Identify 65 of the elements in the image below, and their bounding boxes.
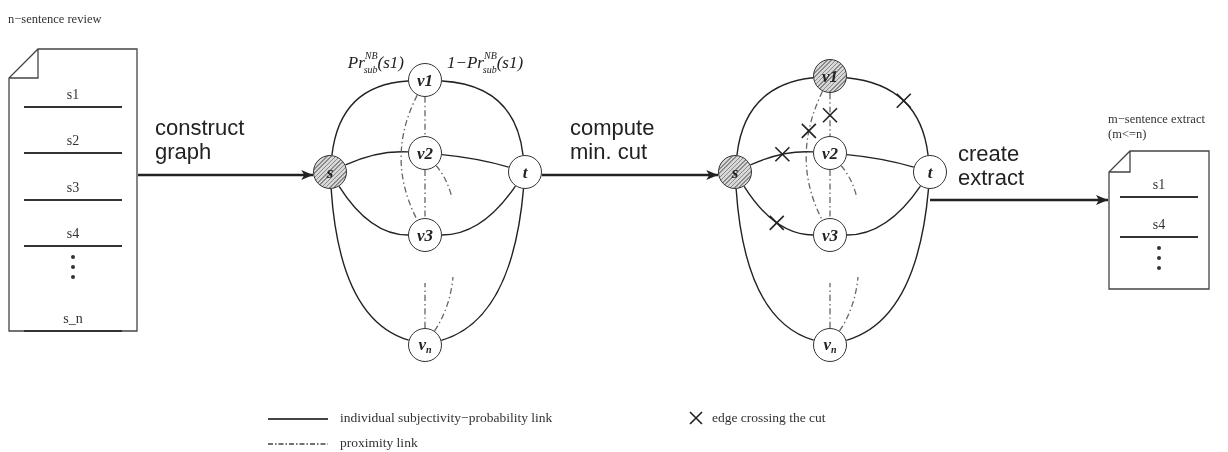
proximity-link (829, 92, 831, 137)
sentence-label: s2 (66, 133, 80, 150)
node-label: v$_{n}$ (823, 335, 837, 355)
sentence-label: s3 (66, 179, 80, 196)
link-line (743, 185, 814, 236)
arrow (138, 170, 314, 180)
link-line (845, 188, 930, 341)
proximity-link (433, 276, 454, 332)
link-line (736, 77, 814, 156)
link-line (846, 185, 922, 236)
proximity-link (400, 94, 418, 221)
graph-node (408, 136, 442, 170)
sentence-label: s4 (1152, 217, 1166, 233)
graph-node (408, 63, 442, 97)
arrow (541, 170, 719, 180)
link-line (440, 188, 525, 341)
legend-text: proximity link (340, 435, 418, 451)
proximity-link (424, 282, 426, 329)
sentence-label: s4 (66, 225, 80, 242)
link-line (846, 77, 929, 156)
document-title: n−sentence review (8, 12, 103, 27)
node-label: v1 (821, 67, 838, 85)
proximity-link (829, 282, 831, 329)
link-line (749, 151, 814, 166)
node-label: t (927, 163, 933, 181)
legend-text: edge crossing the cut (712, 410, 826, 426)
proximity-link (424, 169, 426, 219)
sentence-label: s1 (1152, 177, 1166, 193)
proximity-link (838, 276, 859, 332)
node-label: v2 (416, 144, 433, 162)
node-label: v$_{n}$ (418, 335, 432, 355)
link-line (330, 188, 410, 341)
link-line (344, 151, 409, 166)
graph-node (813, 59, 847, 93)
node-label: s (731, 163, 739, 181)
graph-node (813, 136, 847, 170)
proximity-link (805, 90, 824, 221)
graph-node (718, 155, 752, 189)
graph-node (813, 328, 847, 362)
sentence-label: s_n (63, 311, 83, 327)
link-line (846, 153, 915, 168)
link-line (441, 153, 510, 168)
node-label: s (326, 163, 334, 181)
document-title: m−sentence extract (m<=n) (1108, 112, 1206, 142)
node-label: v2 (821, 144, 838, 162)
link-line (441, 80, 524, 156)
node-label: v1 (416, 71, 433, 89)
graph-node (913, 155, 947, 189)
proximity-link (829, 169, 831, 219)
node-label: v3 (821, 226, 838, 244)
arrow (930, 195, 1108, 205)
link-line (735, 188, 815, 341)
link-line (338, 185, 409, 236)
node-label: t (522, 163, 528, 181)
legend-text: individual subjectivity−probability link (340, 410, 553, 426)
graph-node (408, 218, 442, 252)
graph-node (813, 218, 847, 252)
link-line (331, 80, 409, 156)
graph-node (508, 155, 542, 189)
proximity-link (424, 96, 426, 137)
graph-node (313, 155, 347, 189)
node-label: v3 (416, 226, 433, 244)
graph-node (408, 328, 442, 362)
sentence-label: s1 (66, 87, 80, 104)
link-line (441, 185, 517, 236)
